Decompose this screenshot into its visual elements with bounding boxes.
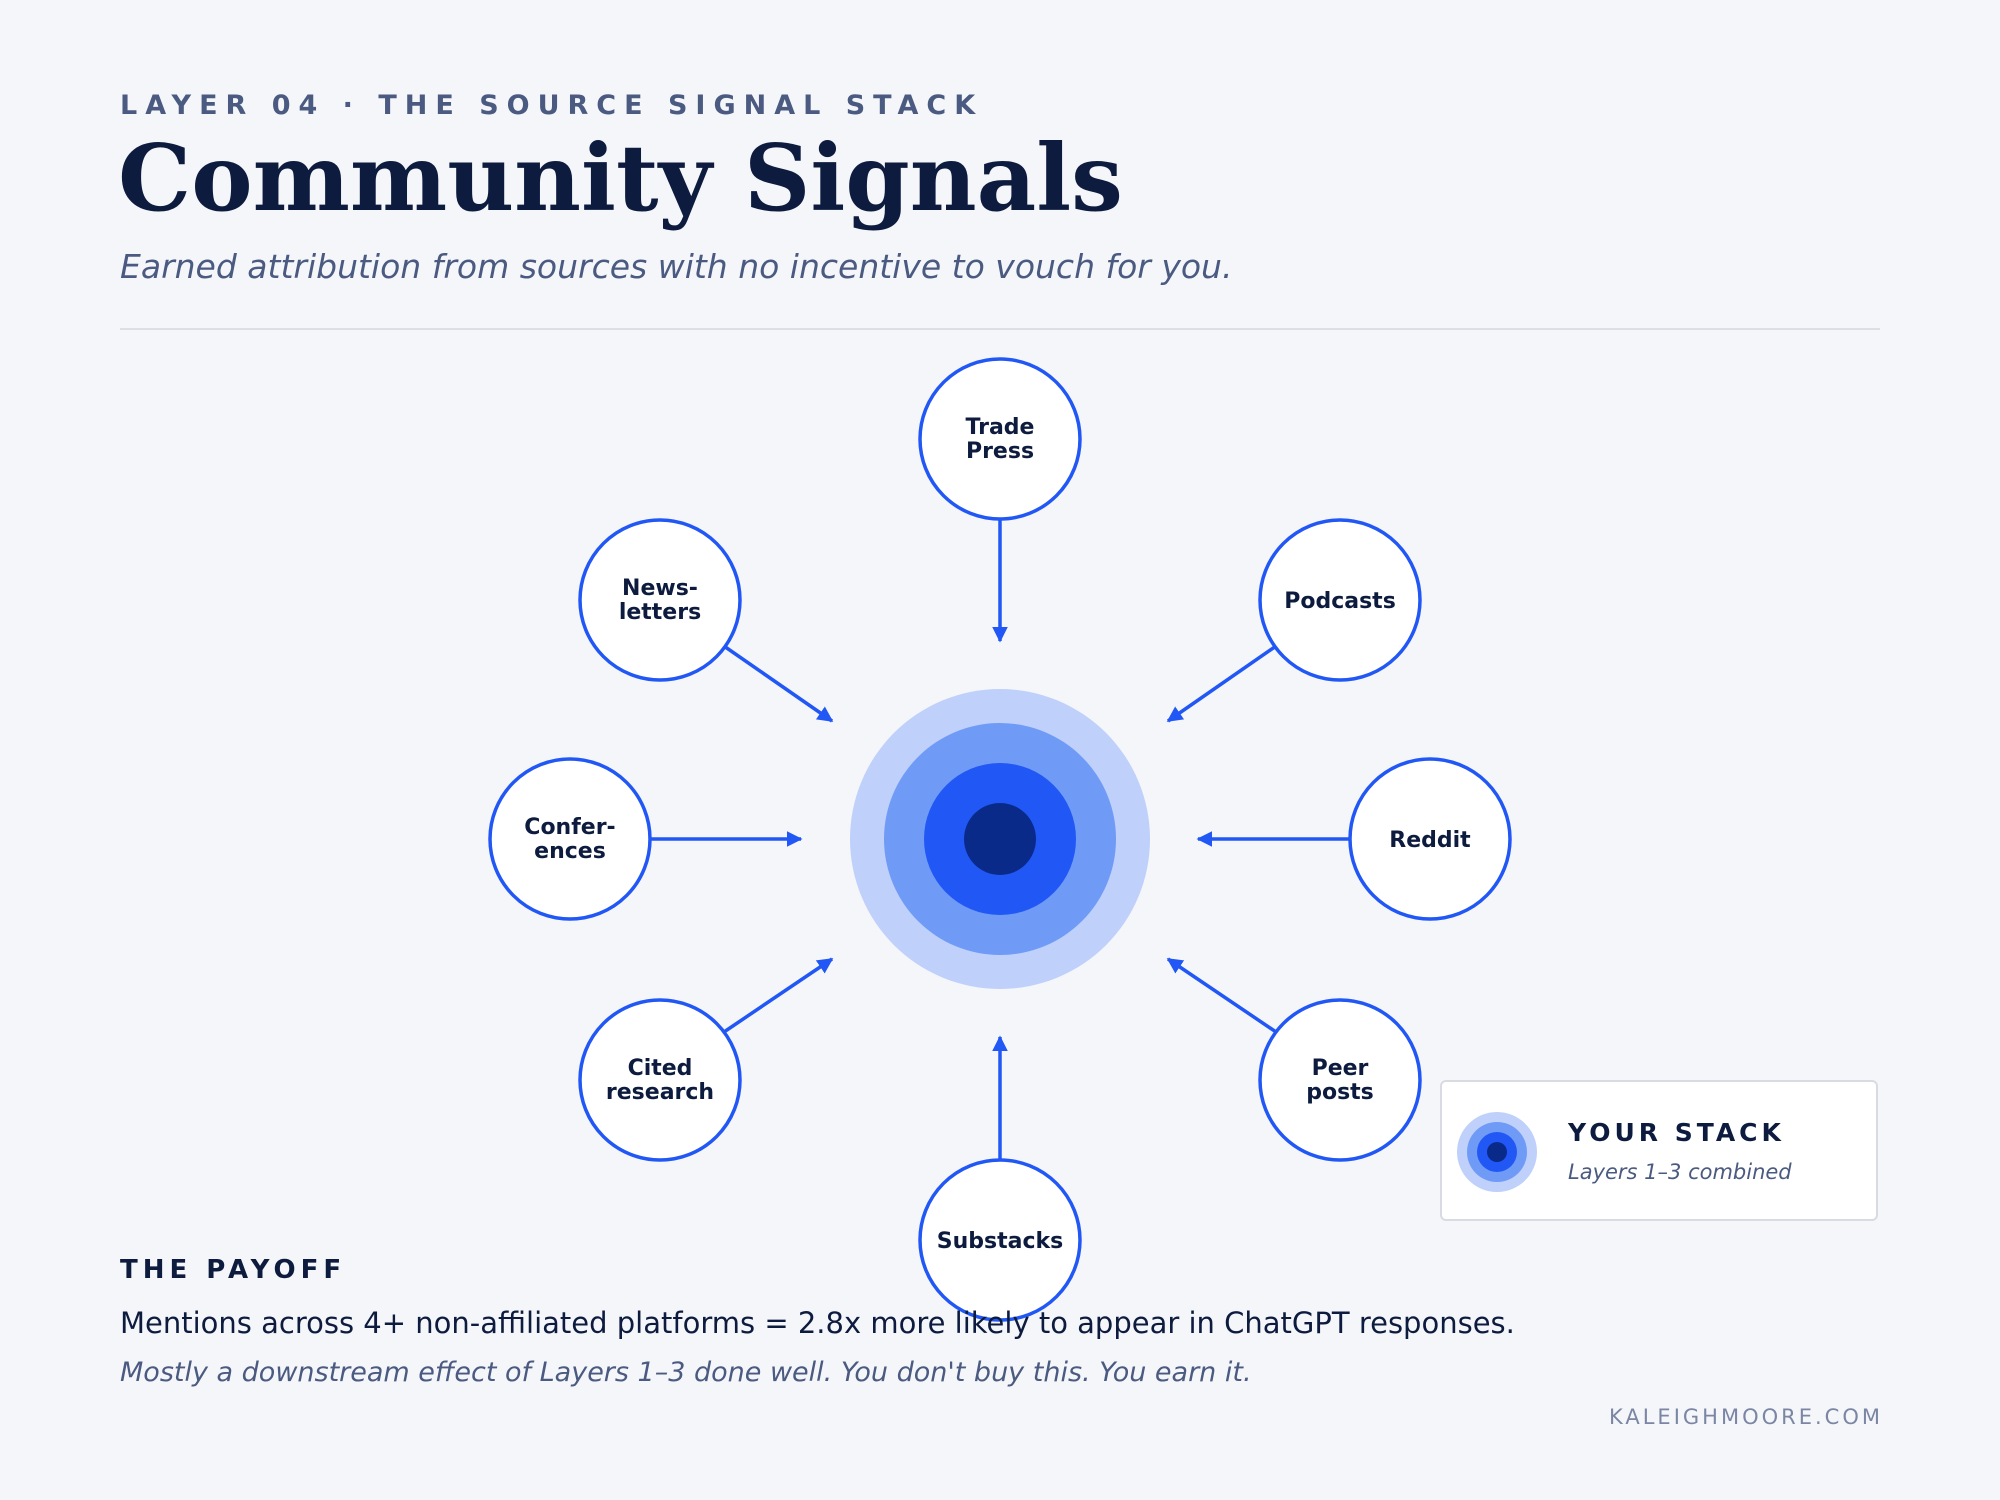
node-label: research — [606, 1080, 714, 1105]
payoff-note: Mostly a downstream effect of Layers 1–3… — [120, 1357, 1252, 1388]
node-label: Trade — [966, 415, 1035, 440]
node-label: Reddit — [1389, 828, 1471, 853]
payoff-heading: THE PAYOFF — [120, 1255, 347, 1285]
arrow-cited-research — [720, 957, 834, 1036]
node-label: ences — [534, 839, 606, 864]
node-substacks — [918, 1158, 1082, 1322]
node-label: Confer- — [524, 815, 615, 840]
node-trade-press — [918, 357, 1082, 521]
node-label: Press — [966, 439, 1034, 464]
node-conferences — [488, 757, 652, 921]
legend-card: YOUR STACK Layers 1–3 combined — [1440, 1080, 1878, 1221]
node-label: Substacks — [937, 1229, 1063, 1254]
node-label: posts — [1306, 1080, 1374, 1105]
node-cited-research — [578, 998, 742, 1162]
node-podcasts — [1258, 518, 1422, 682]
arrow-peer-posts — [1166, 957, 1280, 1036]
arrow-podcasts — [1166, 642, 1280, 723]
page-subtitle: Earned attribution from sources with no … — [120, 247, 1233, 286]
eyebrow-label: LAYER 04 · THE SOURCE SIGNAL STACK — [120, 90, 984, 121]
legend-title: YOUR STACK — [1568, 1118, 1785, 1147]
divider — [120, 328, 1880, 330]
stack-core — [964, 803, 1036, 875]
center-stack — [850, 689, 1150, 989]
footer-site-label: KALEIGHMOORE.COM — [1608, 1405, 1883, 1429]
node-newsletters — [578, 518, 742, 682]
page-title: Community Signals — [118, 124, 1123, 232]
node-reddit — [1348, 757, 1512, 921]
node-label: letters — [619, 600, 701, 625]
payoff-body: Mentions across 4+ non-affiliated platfo… — [120, 1306, 1515, 1340]
node-label: Podcasts — [1284, 589, 1396, 614]
legend-subtitle: Layers 1–3 combined — [1568, 1160, 1792, 1184]
arrow-newsletters — [720, 642, 834, 723]
stack-legend-icon — [1457, 1112, 1537, 1192]
node-label: News- — [622, 576, 698, 601]
node-peer-posts — [1258, 998, 1422, 1162]
node-label: Peer — [1312, 1056, 1369, 1081]
node-label: Cited — [628, 1056, 693, 1081]
